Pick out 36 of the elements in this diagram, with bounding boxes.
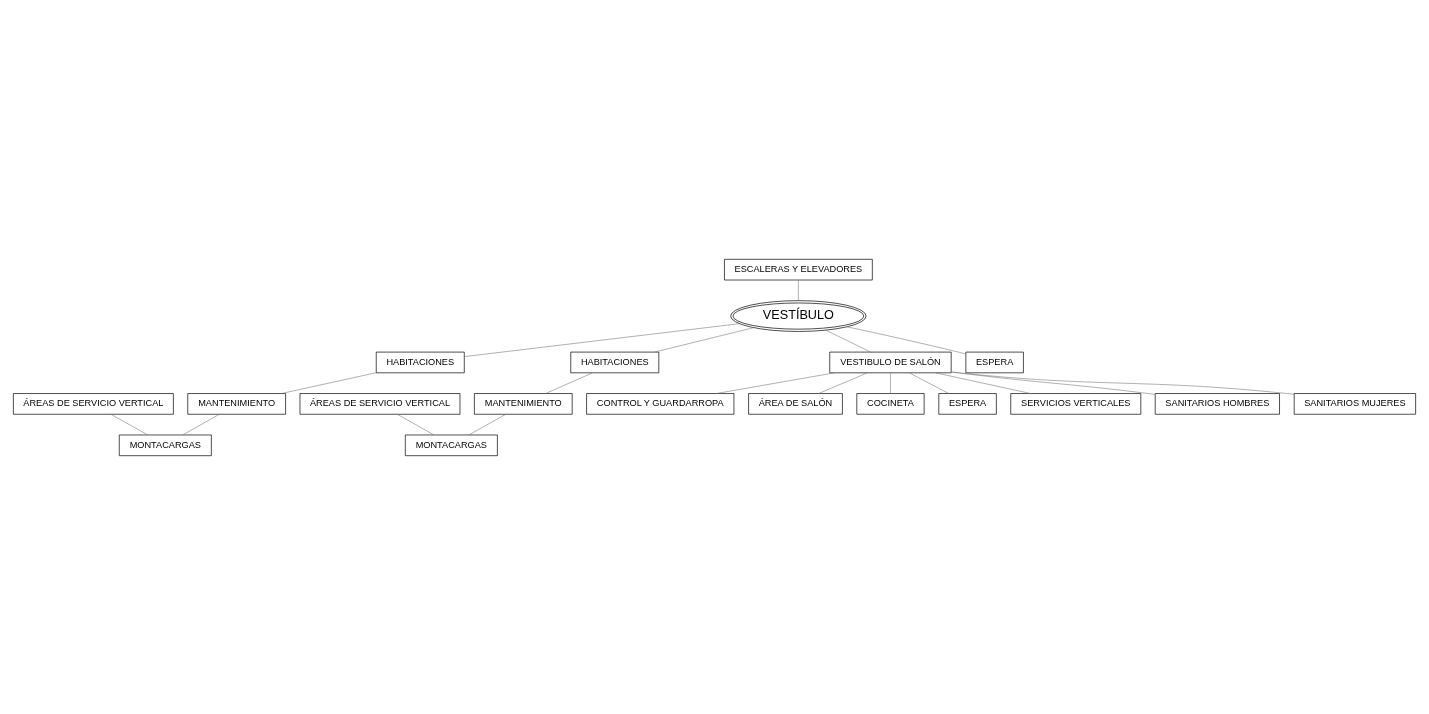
node-box: MANTENIMIENTO: [187, 392, 286, 415]
node-box: HABITACIONES: [375, 351, 465, 373]
connector: [468, 413, 506, 435]
node-box: ESPERA: [965, 351, 1024, 373]
node-box: ÁREAS DE SERVICIO VERTICAL: [299, 392, 461, 415]
node-box: MANTENIMIENTO: [474, 392, 573, 415]
connector: [654, 326, 754, 352]
connector: [464, 322, 740, 357]
connector: [281, 371, 377, 394]
node-box: ÁREA DE SALÓN: [748, 392, 843, 415]
connector: [798, 279, 799, 301]
node-box: SANITARIOS MUJERES: [1293, 392, 1416, 415]
node-box: ÁREAS DE SERVICIO VERTICAL: [13, 392, 174, 415]
connector: [935, 372, 1031, 394]
connector: [182, 413, 220, 435]
node-box: SANITARIOS HOMBRES: [1154, 392, 1280, 415]
node-box: COCINETA: [856, 392, 925, 415]
connector: [545, 372, 593, 394]
node-box: ESPERA: [938, 392, 997, 415]
connector: [846, 326, 967, 354]
connector: [890, 372, 891, 394]
node-box: CONTROL Y GUARDARROPA: [586, 392, 735, 415]
node-box: ESCALERAS Y ELEVADORES: [724, 258, 873, 280]
node-box: SERVICIOS VERTICALES: [1010, 392, 1142, 415]
connector: [951, 371, 1295, 395]
connector: [951, 371, 1156, 395]
connector: [397, 413, 435, 435]
connector: [110, 413, 148, 435]
connector: [825, 329, 871, 352]
node-box: MONTACARGAS: [404, 434, 498, 456]
node-box: VESTIBULO DE SALÓN: [829, 351, 952, 373]
connector: [909, 372, 949, 394]
connector: [716, 372, 835, 394]
connector: [818, 372, 868, 394]
node-box: HABITACIONES: [570, 351, 660, 373]
node-box: MONTACARGAS: [118, 434, 212, 456]
